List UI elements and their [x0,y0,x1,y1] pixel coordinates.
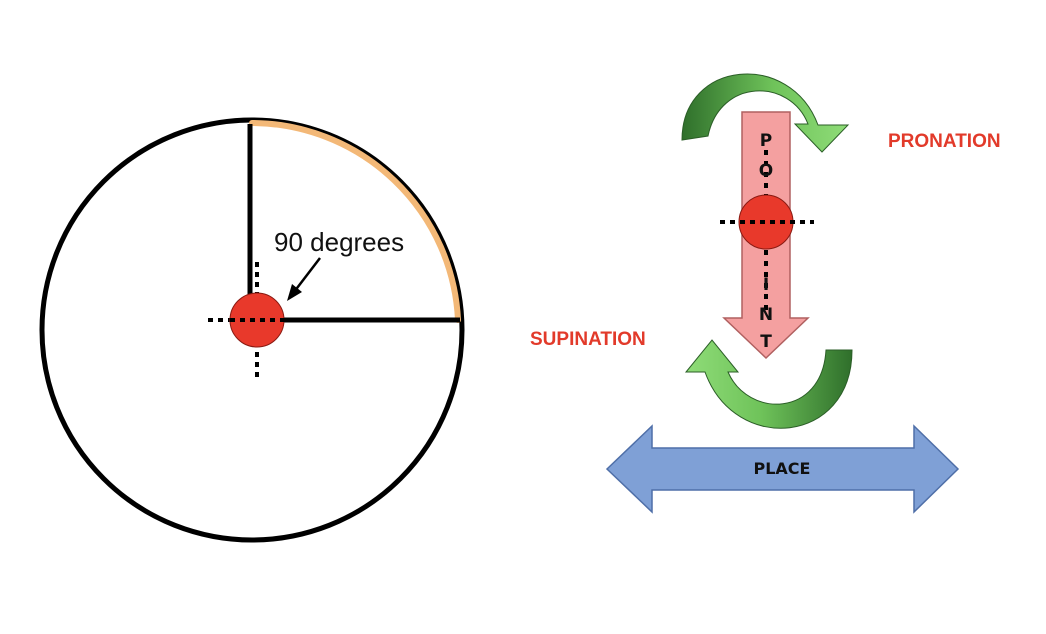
pronation-label: PRONATION [888,131,1001,152]
place-arrow [605,424,960,514]
label-pointer-arrowhead [287,284,302,301]
place-label: PLACE [754,459,811,478]
point-letter-n: N [759,305,773,325]
point-letter-p: P [760,131,772,151]
angle-diagram: 90 degrees [39,117,465,543]
point-letter-i: I [763,275,769,295]
label-pointer-line [293,257,321,293]
point-letter-t: T [760,332,772,352]
outer-circle [39,117,465,543]
quarter-arc-highlight [249,120,461,323]
pronation-rotation-arrow [681,73,850,153]
rotation-diagram: P O I N T PLACE PRONATION SUPINATION [530,73,1001,514]
supination-rotation-arrow [684,339,853,429]
point-letter-o: O [759,161,773,181]
angle-label: 90 degrees [274,227,404,257]
supination-label: SUPINATION [530,329,646,350]
center-dot [229,292,285,348]
